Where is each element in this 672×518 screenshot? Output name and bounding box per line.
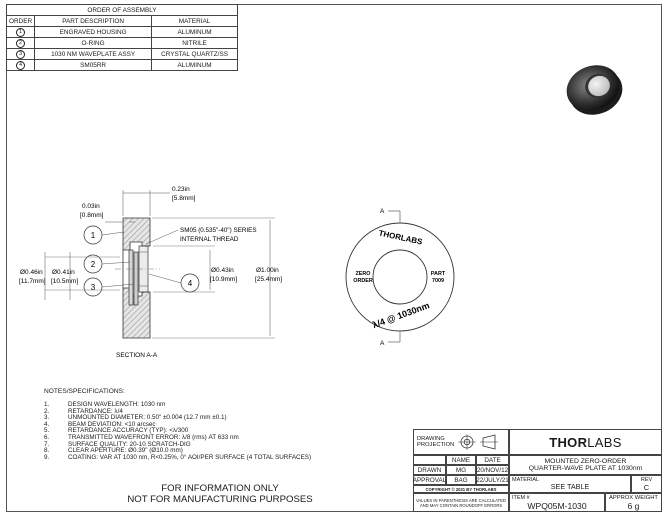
values-note: VALUES IN PARENTHESIS ARE CALCULATED AND…: [413, 493, 509, 512]
list-item: 9.COATING: VAR AT 1030 nm, R<0.25%, 0° A…: [44, 453, 312, 461]
part-material: ALUMINUM: [151, 59, 238, 71]
engraved-part-number: 7009: [432, 278, 444, 284]
approval-date: 22/JULY/21: [476, 475, 509, 485]
order-balloon: 2: [16, 38, 26, 48]
section-view-a-a: 0.23in [5.8mm] 0.03in [0.8mm] SM05 (0.53…: [19, 186, 282, 359]
section-marker-top: A: [380, 208, 385, 215]
material-value: SEE TABLE: [550, 482, 590, 491]
engraved-order: ORDER: [353, 278, 373, 284]
list-item: 6.TRANSMITTED WAVEFRONT ERROR: λ/8 (rms)…: [44, 433, 239, 441]
order-balloon: 4: [16, 60, 26, 70]
dim-aperture-mm: [10.5mm]: [51, 278, 78, 285]
approval-name: BAG: [446, 475, 476, 485]
list-item: 1.DESIGN WAVELENGTH: 1030 nm: [44, 401, 166, 408]
copyright-notice: COPYRIGHT © 2021 BY THORLABS: [413, 485, 509, 493]
name-column-header: NAME: [446, 455, 476, 465]
dim-thread-mm: [10.9mm]: [210, 276, 237, 283]
dim-aperture-in: Ø0.41in: [52, 269, 75, 276]
list-item: 5.RETARDANCE ACCURACY (TYP): <λ/300: [44, 427, 189, 435]
dim-lip-in: 0.03in: [82, 203, 100, 210]
housing-aperture: [372, 249, 428, 305]
notes-title: NOTES/SPECIFICATIONS:: [44, 388, 125, 395]
table-row: 3 1030 nm WAVEPLATE ASSY CRYSTAL QUARTZ/…: [5, 48, 238, 60]
engraved-part: PART: [431, 271, 446, 277]
sheet-border: [6, 4, 662, 512]
title-block: DRAWING PROJECTION THORLABS NAME DATE DR…: [413, 429, 662, 512]
order-balloon: 3: [16, 49, 26, 59]
table-row: 4 SM05RR ALUMINUM: [5, 59, 238, 71]
approval-label: APPROVAL: [412, 475, 447, 485]
list-item: 2.RETARDANCE: λ/4: [44, 407, 123, 415]
item-label: ITEM #: [512, 495, 530, 501]
dim-bore-mm: [11.7mm]: [19, 278, 46, 285]
balloon-label: 1: [91, 231, 96, 240]
dim-lip-mm: [0.8mm]: [80, 212, 104, 219]
information-only-notice: FOR INFORMATION ONLY NOT FOR MANUFACTURI…: [127, 483, 313, 505]
weight-cell: APPROX WEIGHT 6 g: [605, 493, 662, 512]
rev-value: C: [643, 482, 650, 492]
dim-width-mm: [5.8mm]: [172, 195, 196, 202]
table-row: 2 O-RING NITRILE: [5, 37, 238, 49]
part-material: ALUMINUM: [151, 26, 238, 38]
rev-label: REV: [640, 476, 653, 483]
balloon-label: 2: [91, 260, 96, 269]
revision-cell: REV C: [631, 475, 662, 493]
section-marker-bottom: A: [380, 340, 385, 347]
dim-bore-in: Ø0.46in: [20, 269, 43, 276]
drawing-projection-label: DRAWING PROJECTION: [417, 435, 455, 449]
item-number-cell: ITEM # WPQ05M-1030: [509, 493, 605, 512]
company-logo: THORLABS: [509, 429, 662, 455]
dim-thread-in: Ø0.43in: [211, 267, 234, 274]
dim-outer-in: Ø1.00in: [256, 267, 279, 274]
part-description: ENGRAVED HOUSING: [34, 26, 153, 38]
assembly-title: ORDER OF ASSEMBLY: [6, 4, 238, 16]
drawing-projection-cell: DRAWING PROJECTION: [413, 429, 509, 455]
third-angle-projection-icon: [458, 434, 498, 450]
drawn-date: 20/NOV/12: [476, 465, 509, 475]
order-balloon: 1: [16, 27, 26, 37]
header-description: PART DESCRIPTION: [34, 15, 153, 27]
engraved-zero: ZERO: [356, 271, 371, 277]
part-material: CRYSTAL QUARTZ/SS: [151, 48, 238, 60]
section-label: SECTION A-A: [116, 352, 158, 359]
list-item: 4.BEAM DEVIATION: <10 arcsec: [44, 420, 156, 428]
list-item: 7.SURFACE QUALITY: 20-10 SCRATCH-DIG: [44, 440, 191, 448]
dim-width-in: 0.23in: [172, 186, 190, 193]
isometric-part-render: [566, 65, 623, 115]
front-view: A A THORLABS ZERO ORDER PART 7009 λ/4 @ …: [345, 208, 455, 347]
header-order: ORDER: [5, 15, 36, 27]
item-number: WPQ05M-1030: [527, 500, 587, 511]
part-description: SM05RR: [34, 59, 153, 71]
notes-list: 1.DESIGN WAVELENGTH: 1030 nm 2.RETARDANC…: [44, 401, 312, 461]
table-row: 1 ENGRAVED HOUSING ALUMINUM: [5, 26, 238, 38]
material-cell: MATERIAL SEE TABLE: [509, 475, 631, 493]
assembly-header-row: ORDER PART DESCRIPTION MATERIAL: [5, 15, 238, 27]
drawing-title: MOUNTED ZERO-ORDER QUARTER-WAVE PLATE AT…: [509, 455, 662, 475]
balloon-label: 3: [91, 283, 96, 292]
drawn-name: MG: [446, 465, 476, 475]
part-material: NITRILE: [151, 37, 238, 49]
weight-value: 6 g: [627, 500, 640, 511]
header-material: MATERIAL: [151, 15, 238, 27]
part-description: 1030 nm WAVEPLATE ASSY: [34, 48, 153, 60]
part-description: O-RING: [34, 37, 153, 49]
date-column-header: DATE: [476, 455, 509, 465]
dim-outer-mm: [25.4mm]: [255, 276, 282, 283]
list-item: 3.UNMOUNTED DIAMETER: 0.50" ±0.004 (12.7…: [44, 414, 227, 422]
thread-callout-line1: SM05 (0.535"-40") SERIES: [180, 227, 257, 234]
balloon-label: 4: [188, 279, 193, 288]
thread-callout-line2: INTERNAL THREAD: [180, 236, 239, 243]
material-label: MATERIAL: [512, 477, 540, 483]
weight-label: APPROX WEIGHT: [609, 494, 658, 501]
list-item: 8.CLEAR APERTURE: Ø0.39" (Ø10.0 mm): [44, 447, 183, 455]
order-of-assembly-table: ORDER OF ASSEMBLY ORDER PART DESCRIPTION…: [5, 4, 238, 71]
drawn-label: DRAWN: [413, 465, 446, 475]
